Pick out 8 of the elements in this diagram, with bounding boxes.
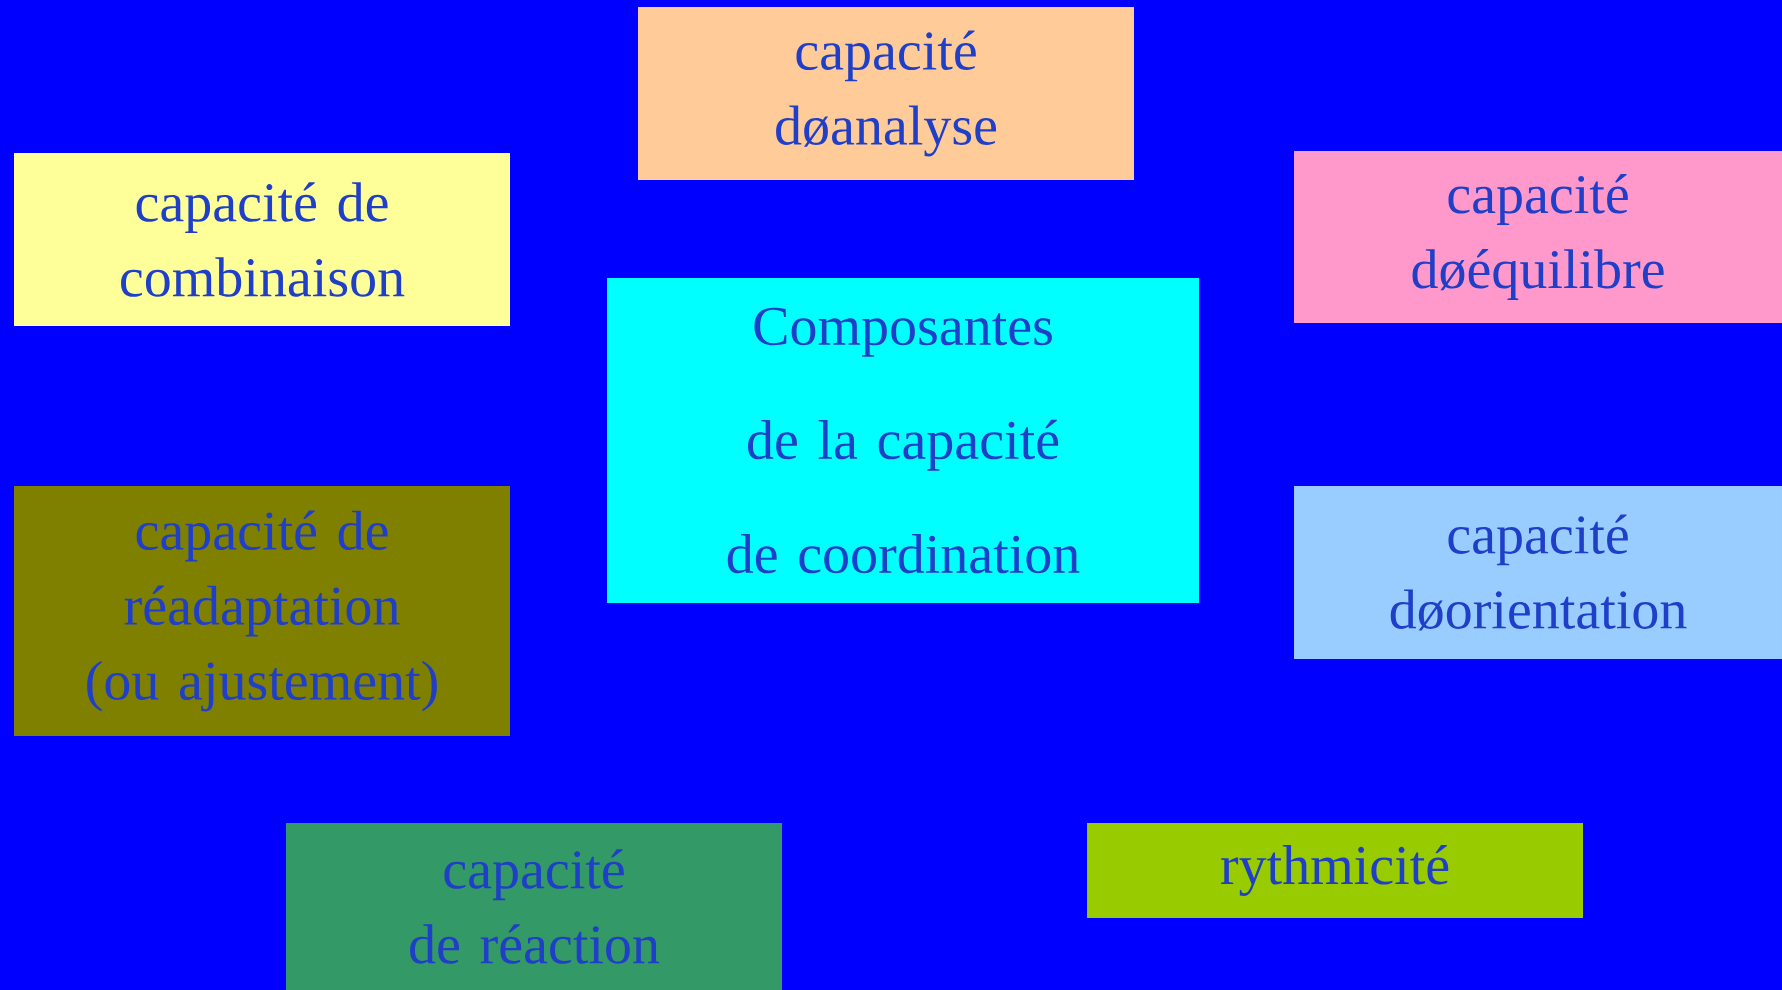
text-box: rythmicité [1087,823,1583,918]
text-box: capacité døanalyse [638,7,1134,180]
text-box: capacité døéquilibre [1294,151,1782,323]
text-box: capacité de réaction [286,823,782,990]
text-box: Composantes de la capacité de coordination [607,278,1199,603]
text-box: capacité de réadaptation (ou ajustement) [14,486,510,736]
text-box: capacité de combinaison [14,153,510,326]
text-box: capacité døorientation [1294,486,1782,659]
